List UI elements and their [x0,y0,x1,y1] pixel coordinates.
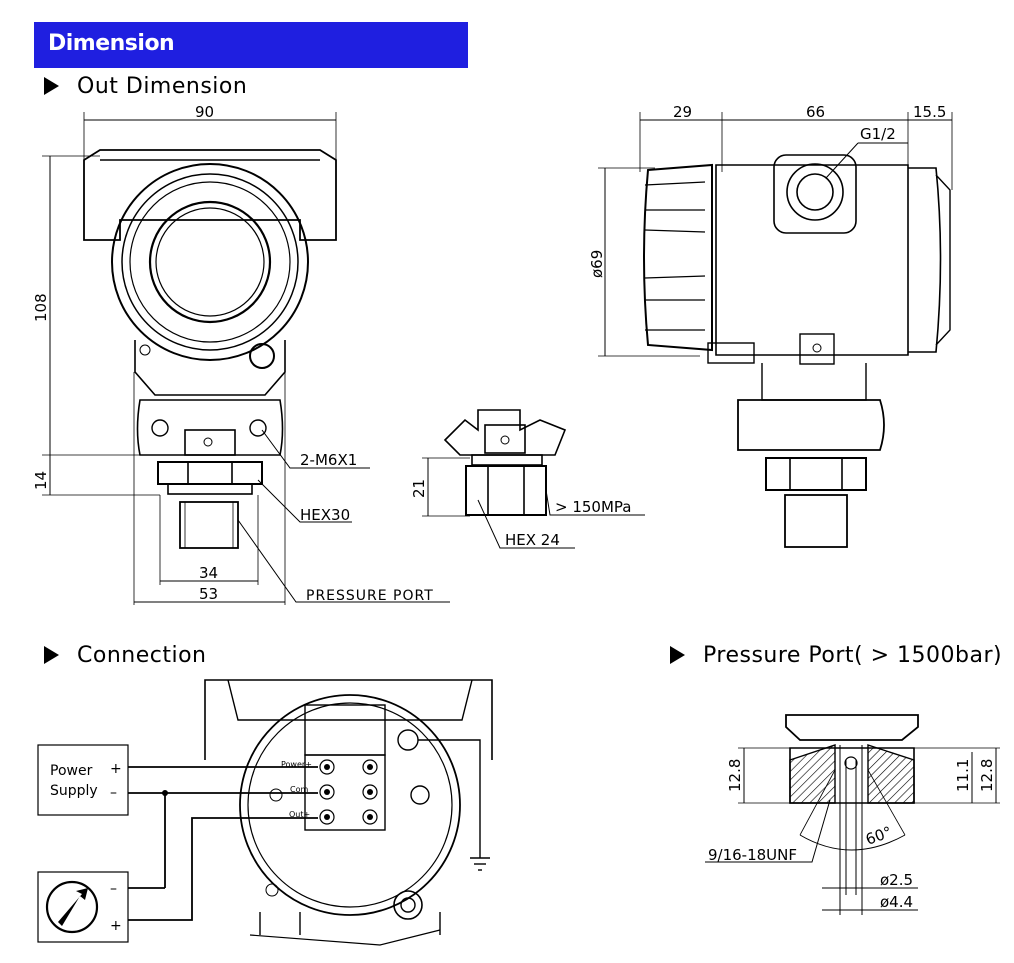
detail-view [422,409,645,549]
label-hex24: HEX 24 [505,531,560,549]
front-view [42,112,450,605]
meter-arrow-icon [58,888,88,926]
dim-height-108: 108 [32,293,50,322]
triangle-bullet-icon [44,646,59,664]
connection-label: Connection [77,643,207,668]
dim-53: 53 [199,585,218,603]
power-supply-label-1: Power [50,763,93,779]
dim-12-8-left: 12.8 [726,759,744,792]
side-view [598,112,953,548]
label-g1-2: G1/2 [860,125,896,143]
pressure-port-label: Pressure Port( > 1500bar) [703,643,1003,668]
section-title-pressure-port: Pressure Port( > 1500bar) [670,643,1002,668]
triangle-bullet-icon [670,646,685,664]
terminal-screws [324,764,373,820]
dim-12-8-right: 12.8 [978,759,996,792]
page-title: Dimension [48,31,175,56]
out-dimension-label: Out Dimension [77,74,248,99]
dim-height-14: 14 [32,471,50,490]
port-detail [705,714,1000,915]
dim-29: 29 [673,103,692,121]
power-supply-label-2: Supply [50,783,98,799]
power-minus: – [110,785,117,801]
dim-15-5: 15.5 [913,103,946,121]
terminal-out: Out+ [289,810,310,819]
dim-diameter-4-4: ø4.4 [880,893,913,911]
label-pressure-port: PRESSURE PORT [306,588,434,604]
dim-diameter-2-5: ø2.5 [880,871,913,889]
dim-34: 34 [199,564,218,582]
terminal-power: Power+ [281,760,312,769]
section-title-out-dimension: Out Dimension [44,74,247,99]
label-unf-thread: 9/16-18UNF [708,846,797,864]
label-pressure-rating: > 150MPa [555,498,631,516]
dim-11-1: 11.1 [954,759,972,792]
connection-diagram [37,679,493,946]
label-mount-thread: 2-M6X1 [300,451,357,469]
meter-plus: + [110,918,122,934]
dim-height-21: 21 [410,479,428,498]
junction-dot [162,790,168,796]
dim-66: 66 [806,103,825,121]
dim-width-90: 90 [195,103,214,121]
label-angle-60: 60° [863,823,894,849]
header-bar: Dimension [34,22,468,68]
terminal-com: Com [290,785,308,794]
label-hex30: HEX30 [300,506,350,524]
meter-minus: – [110,881,117,897]
dim-diameter-69: ø69 [588,250,606,278]
section-title-connection: Connection [44,643,206,668]
triangle-bullet-icon [44,77,59,95]
power-plus: + [110,761,122,777]
